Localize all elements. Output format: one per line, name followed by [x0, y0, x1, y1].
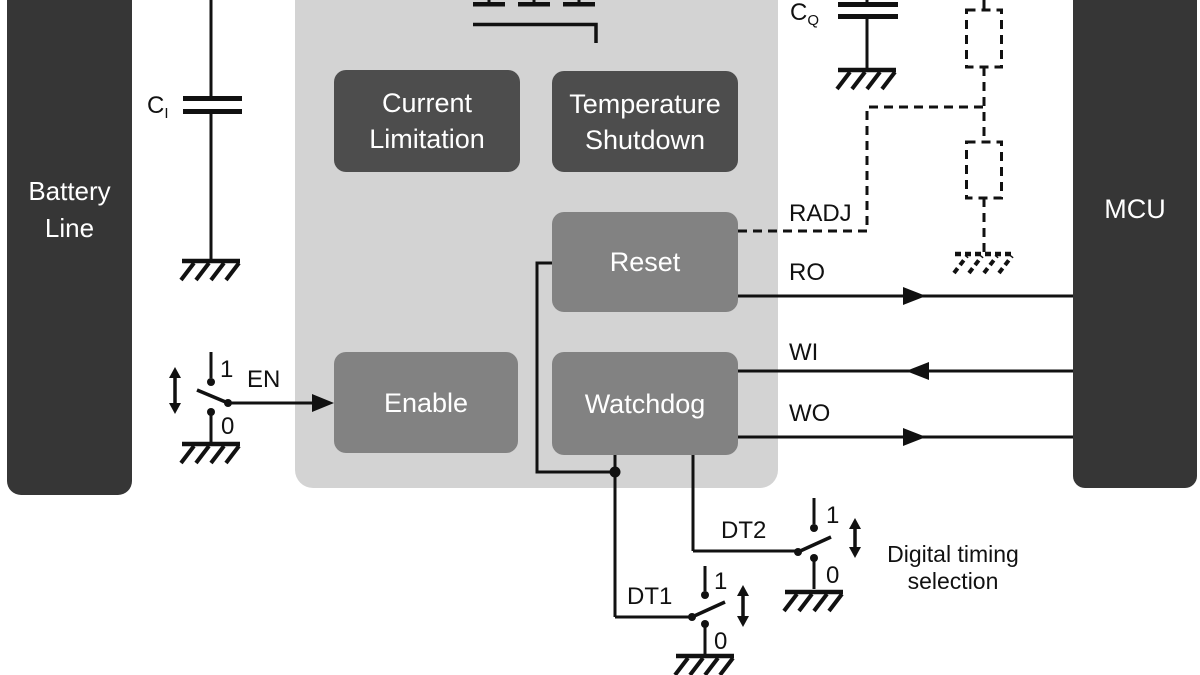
toggle-arrow-icon	[849, 518, 861, 558]
dt2-pos1-label: 1	[826, 502, 840, 529]
watchdog-label: Watchdog	[584, 388, 706, 419]
battery-line-label-2: Line	[44, 213, 95, 243]
mcu-block: MCU	[1073, 0, 1197, 488]
toggle-arrow-icon	[737, 585, 749, 627]
temperature-shutdown-block: Temperature Shutdown	[552, 71, 738, 172]
ground-dashed-icon	[954, 254, 1013, 273]
temperature-shutdown-label-1: Temperature	[569, 88, 721, 119]
reset-watchdog-wire	[535, 261, 692, 619]
watchdog-block: Watchdog	[552, 352, 738, 455]
arrow-right-icon	[903, 287, 926, 305]
ci-capacitor-icon	[181, 0, 242, 280]
wi-label: WI	[789, 339, 819, 366]
ground-icon	[784, 592, 843, 611]
temperature-shutdown-label-2: Shutdown	[584, 124, 706, 155]
wo-wire	[738, 428, 1073, 446]
dt1-label: DT1	[627, 583, 673, 610]
wi-wire	[738, 362, 1073, 380]
enable-label: Enable	[383, 387, 469, 418]
current-limitation-label-2: Limitation	[369, 124, 485, 154]
current-limitation-block: Current Limitation	[334, 70, 520, 172]
cq-capacitor-icon	[837, 0, 898, 89]
junction-dot	[609, 466, 621, 478]
ground-icon	[181, 261, 240, 280]
pass-transistor-icon	[473, 0, 598, 43]
ground-icon	[181, 444, 240, 463]
dt2-pos0-label: 0	[826, 562, 840, 589]
reset-block: Reset	[552, 212, 738, 312]
ro-wire	[738, 287, 1073, 305]
radj-resistor-divider-icon	[965, 0, 1003, 253]
en-pos0-label: 0	[221, 413, 235, 440]
ground-icon	[837, 70, 896, 89]
en-pos1-label: 1	[220, 356, 234, 383]
arrow-right-icon	[312, 394, 334, 412]
resistor-icon	[965, 140, 1003, 200]
en-label: EN	[247, 366, 281, 393]
dt1-pos0-label: 0	[714, 628, 728, 655]
wo-label: WO	[789, 400, 831, 427]
toggle-arrow-icon	[169, 367, 181, 414]
digital-timing-note: Digital timing selection	[887, 541, 1019, 594]
dt2-label: DT2	[721, 517, 767, 544]
switch-lever	[797, 535, 832, 554]
arrow-left-icon	[906, 362, 929, 380]
en-switch-icon	[169, 352, 334, 463]
dt1-switch-icon	[675, 566, 749, 675]
ci-label: CI	[147, 92, 169, 123]
dt1-pos1-label: 1	[714, 568, 728, 595]
battery-line-label-1: Battery	[28, 176, 111, 206]
resistor-icon	[965, 8, 1003, 69]
ro-label: RO	[789, 259, 825, 286]
radj-wire	[738, 105, 983, 233]
ground-icon	[675, 656, 734, 675]
arrow-right-icon	[903, 428, 926, 446]
switch-lever	[691, 600, 726, 619]
mcu-label: MCU	[1104, 194, 1166, 224]
reset-label: Reset	[609, 247, 681, 277]
radj-label: RADJ	[789, 200, 852, 227]
dt2-switch-icon	[784, 498, 861, 611]
switch-lever	[196, 388, 229, 405]
enable-block: Enable	[334, 352, 518, 453]
current-limitation-label-1: Current	[381, 88, 473, 118]
dt2-wire	[691, 453, 798, 553]
battery-line-block: Battery Line	[7, 0, 132, 495]
cq-label: CQ	[790, 0, 820, 30]
